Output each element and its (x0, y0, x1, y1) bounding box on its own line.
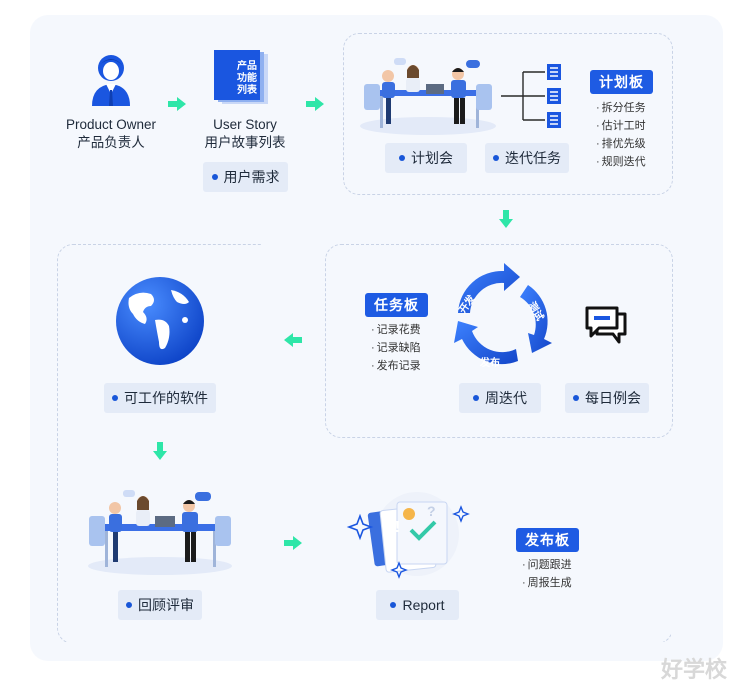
arrow-right-icon (168, 97, 186, 111)
report-illustration: ! ? (346, 492, 470, 579)
working-software-pill: 可工作的软件 (104, 383, 216, 413)
daily-standup-pill: 每日例会 (565, 383, 649, 413)
arrow-down-icon (499, 210, 513, 228)
person-icon (92, 55, 130, 106)
review-meeting-illustration (88, 490, 232, 575)
arrow-left-icon (284, 333, 302, 347)
arrow-down-icon (153, 442, 167, 460)
document-icon (547, 88, 561, 104)
release-board-list: 问题跟进周报生成 (522, 556, 572, 592)
planning-meeting-pill: 计划会 (385, 143, 467, 173)
sprint-group (325, 244, 673, 438)
task-board-list: 记录花费记录缺陷发布记录 (371, 321, 421, 375)
svg-text:?: ? (427, 503, 436, 519)
watermark-logo: 好学校 (660, 657, 727, 682)
meeting-illustration (360, 58, 496, 135)
weekly-iteration-pill: 周迭代 (459, 383, 541, 413)
arrow-right-icon (306, 97, 324, 111)
plan-board-list: 拆分任务估计工时 排优先级规则迭代 (596, 99, 646, 171)
planning-group (343, 33, 673, 195)
globe-icon (116, 277, 204, 365)
user-needs-pill: 用户需求 (203, 162, 288, 192)
arrow-right-icon (284, 536, 302, 550)
document-icon (547, 112, 561, 128)
sprint-cycle-icon (454, 263, 552, 365)
task-tree-connector (501, 71, 545, 121)
svg-text:!: ! (395, 519, 400, 536)
iteration-tasks-pill: 迭代任务 (485, 143, 569, 173)
cycle-label-release: 发布 (480, 358, 500, 369)
chat-icon (585, 306, 627, 344)
book-cover-text: 产品功能列表 (237, 61, 257, 96)
release-board-badge: 发布板 (516, 528, 579, 552)
retrospective-pill: 回顾评审 (118, 590, 202, 620)
report-pill: Report (376, 590, 459, 620)
book-stack-icon (214, 50, 268, 104)
task-board-badge: 任务板 (365, 293, 428, 317)
document-icon (547, 64, 561, 80)
plan-board-badge: 计划板 (590, 70, 653, 94)
